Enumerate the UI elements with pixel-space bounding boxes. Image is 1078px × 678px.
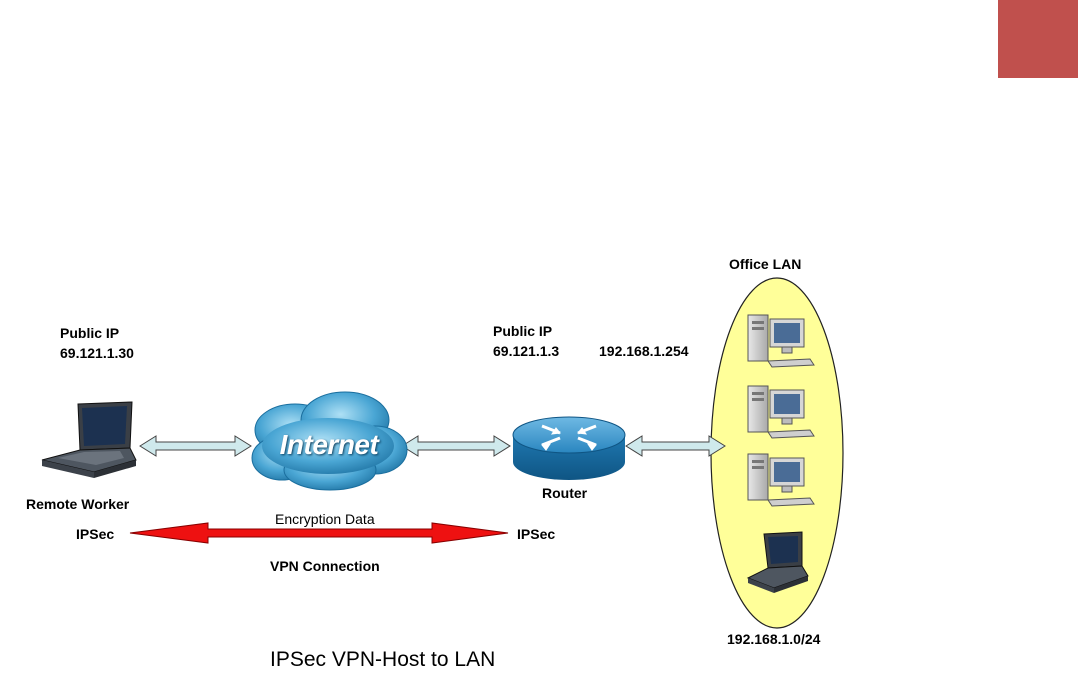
internet-label: Internet	[266, 428, 392, 462]
router-icon	[513, 417, 625, 480]
remote-ipsec-label: IPSec	[76, 524, 114, 544]
router-ipsec-label: IPSec	[517, 524, 555, 544]
office-lan-title: Office LAN	[729, 254, 801, 274]
link-arrow-router-lan	[626, 436, 725, 456]
remote-ip-title: Public IP	[60, 323, 119, 343]
router-ip-title: Public IP	[493, 321, 552, 341]
vpn-connection-label: VPN Connection	[270, 556, 380, 576]
encryption-data-label: Encryption Data	[275, 510, 375, 528]
router-label: Router	[542, 483, 587, 503]
link-arrow-laptop-internet	[140, 436, 251, 456]
link-arrow-internet-router	[402, 436, 510, 456]
remote-laptop-icon	[42, 402, 136, 478]
router-lan-ip: 192.168.1.254	[599, 341, 689, 361]
diagram-caption: IPSec VPN-Host to LAN	[270, 647, 495, 673]
remote-worker-label: Remote Worker	[26, 494, 129, 514]
remote-ip-value: 69.121.1.30	[60, 343, 134, 363]
router-ip-value: 69.121.1.3	[493, 341, 559, 361]
lan-subnet-label: 192.168.1.0/24	[727, 629, 820, 649]
